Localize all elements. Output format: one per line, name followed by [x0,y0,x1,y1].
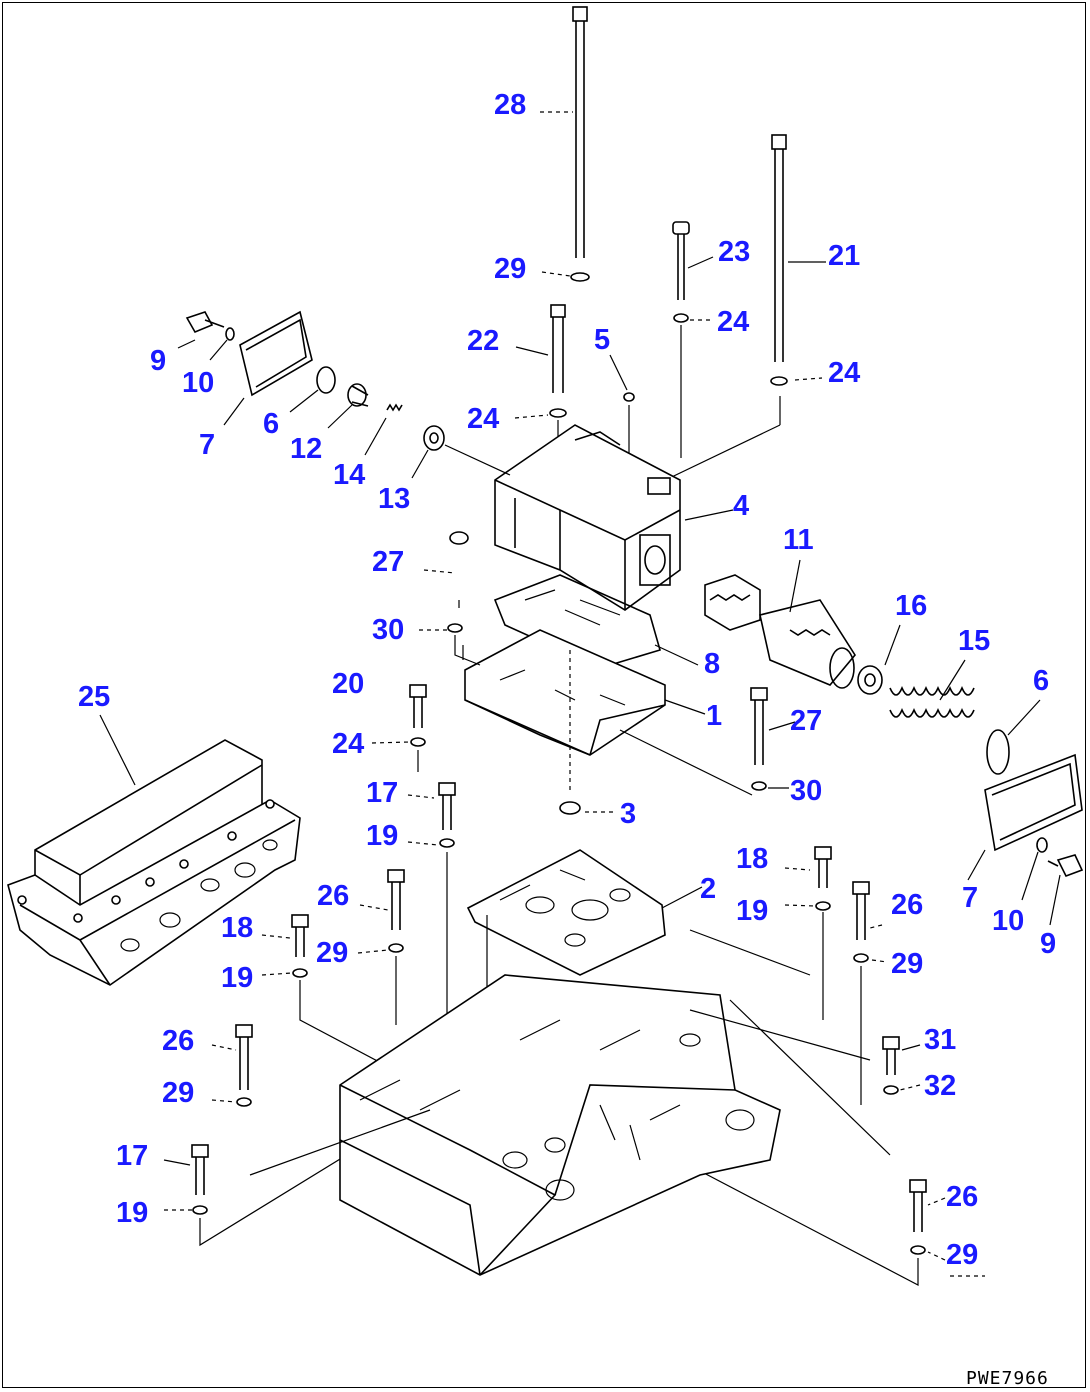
callout-24: 24 [467,403,499,435]
callout-10: 10 [992,905,1024,937]
washer-30-upper [447,623,481,666]
callout-19: 19 [221,962,253,994]
callout-24: 24 [332,728,364,760]
callout-17: 17 [366,777,398,809]
spring-14 [386,403,403,412]
callout-14: 14 [333,459,365,491]
drawing-reference: PWE7966 [966,1368,1049,1389]
callout-18: 18 [736,843,768,875]
callout-9: 9 [150,345,166,377]
plug-12 [347,383,369,407]
o-ring-6-right [986,729,1010,775]
seat-13 [423,425,511,476]
bolt-26-mid [387,869,405,1025]
bolt-27-lower [619,687,768,796]
callout-19: 19 [736,895,768,927]
leader-lines [99,111,1061,1277]
bolt-23 [672,221,690,458]
callout-29: 29 [494,253,526,285]
callout-27: 27 [372,546,404,578]
bolt-17-mid [438,782,456,1030]
o-ring-6-left [316,366,336,394]
callout-15: 15 [958,625,990,657]
valve-body-4 [494,424,681,611]
callout-10: 10 [182,367,214,399]
callout-22: 22 [467,325,499,357]
callout-26: 26 [317,880,349,912]
callout-11: 11 [783,524,814,556]
callout-25: 25 [78,681,110,713]
callout-16: 16 [895,590,927,622]
gasket-plate-2 [466,849,666,1020]
bolt-9-left [185,311,225,334]
plug-3 [559,801,581,815]
long-bolt-28 [570,6,590,282]
callout-29: 29 [891,948,923,980]
callout-1: 1 [706,700,722,732]
callout-27: 27 [790,705,822,737]
callout-6: 6 [263,408,279,440]
valve-11 [704,574,856,689]
bolt-20 [409,684,427,772]
callout-17: 17 [116,1140,148,1172]
spacer-16 [857,665,883,695]
bolt-18-right [814,846,832,1020]
callout-6: 6 [1033,665,1049,697]
callout-29: 29 [162,1077,194,1109]
callout-20: 20 [332,668,364,700]
washer-10-left [225,327,235,341]
callout-19: 19 [366,820,398,852]
callout-12: 12 [290,433,322,465]
callout-21: 21 [828,240,860,272]
callout-24: 24 [828,357,860,389]
cover-7-right [984,753,1083,852]
callout-30: 30 [372,614,404,646]
callout-2: 2 [700,873,716,905]
main-valve-body [249,929,891,1276]
callout-4: 4 [733,490,749,522]
washer-10-right [1036,837,1048,853]
callout-26: 26 [162,1025,194,1057]
callout-29: 29 [946,1239,978,1271]
callout-24: 24 [717,306,749,338]
callout-23: 23 [718,236,750,268]
bolt-26-lower-right [659,1149,927,1286]
callout-9: 9 [1040,928,1056,960]
callout-13: 13 [378,483,410,515]
bolt-31 [882,1036,900,1095]
callout-26: 26 [891,889,923,921]
callout-32: 32 [924,1070,956,1102]
callout-8: 8 [704,648,720,680]
long-bolt-21 [654,134,788,486]
callout-29: 29 [316,937,348,969]
callout-18: 18 [221,912,253,944]
callouts: 28 29 23 21 24 22 5 24 24 9 10 7 6 12 14… [78,89,1056,1389]
plug-27-upper [449,531,469,608]
gasket-8 [493,574,661,669]
bolt-9-right [1047,854,1084,878]
cover-7-left [239,310,313,397]
assembled-valve-25 [7,739,301,986]
bolt-26-right [852,881,870,1105]
callout-31: 31 [924,1024,956,1056]
callout-28: 28 [494,89,526,121]
callout-5: 5 [594,324,610,356]
callout-19: 19 [116,1197,148,1229]
callout-30: 30 [790,775,822,807]
callout-3: 3 [620,798,636,830]
callout-7: 7 [199,429,215,461]
callout-26: 26 [946,1181,978,1213]
callout-7: 7 [962,882,978,914]
valve-plate-1 [462,629,666,790]
spring-15 [889,685,975,718]
bolt-26-left [235,1024,253,1107]
